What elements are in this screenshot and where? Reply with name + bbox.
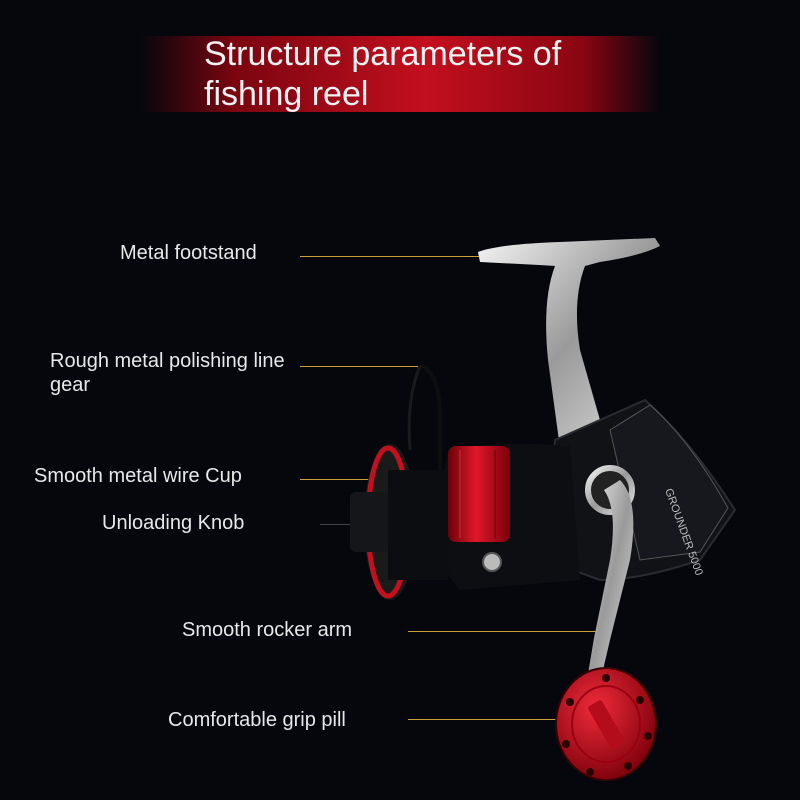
leader-line-footstand: [300, 256, 482, 257]
metal-footstand: [478, 238, 660, 448]
line-roller-arm: [407, 365, 422, 451]
label-grip: Comfortable grip pill: [168, 709, 346, 731]
leader-line-grip: [408, 719, 568, 720]
label-metal-footstand: Metal footstand: [120, 242, 257, 264]
bail-wire: [419, 364, 442, 520]
spool: [448, 446, 510, 542]
page-title: Structure parameters of fishing reel: [204, 35, 562, 113]
label-wire-cup: Smooth metal wire Cup: [34, 465, 242, 487]
front-wire-cup: [350, 444, 448, 600]
screw-icon: [482, 552, 502, 572]
leader-line-line-gear: [300, 366, 418, 367]
label-unloading-knob: Unloading Knob: [102, 512, 245, 534]
title-banner: [140, 36, 660, 112]
leader-line-wire-cup: [300, 479, 418, 480]
label-line-gear: Rough metal polishing line gear: [50, 350, 285, 396]
leader-line-rocker-arm: [408, 631, 606, 632]
unloading-knob: [350, 492, 390, 552]
grip-knob: [555, 667, 657, 781]
label-rocker-arm: Smooth rocker arm: [182, 619, 353, 641]
rocker-arm: [584, 480, 634, 700]
